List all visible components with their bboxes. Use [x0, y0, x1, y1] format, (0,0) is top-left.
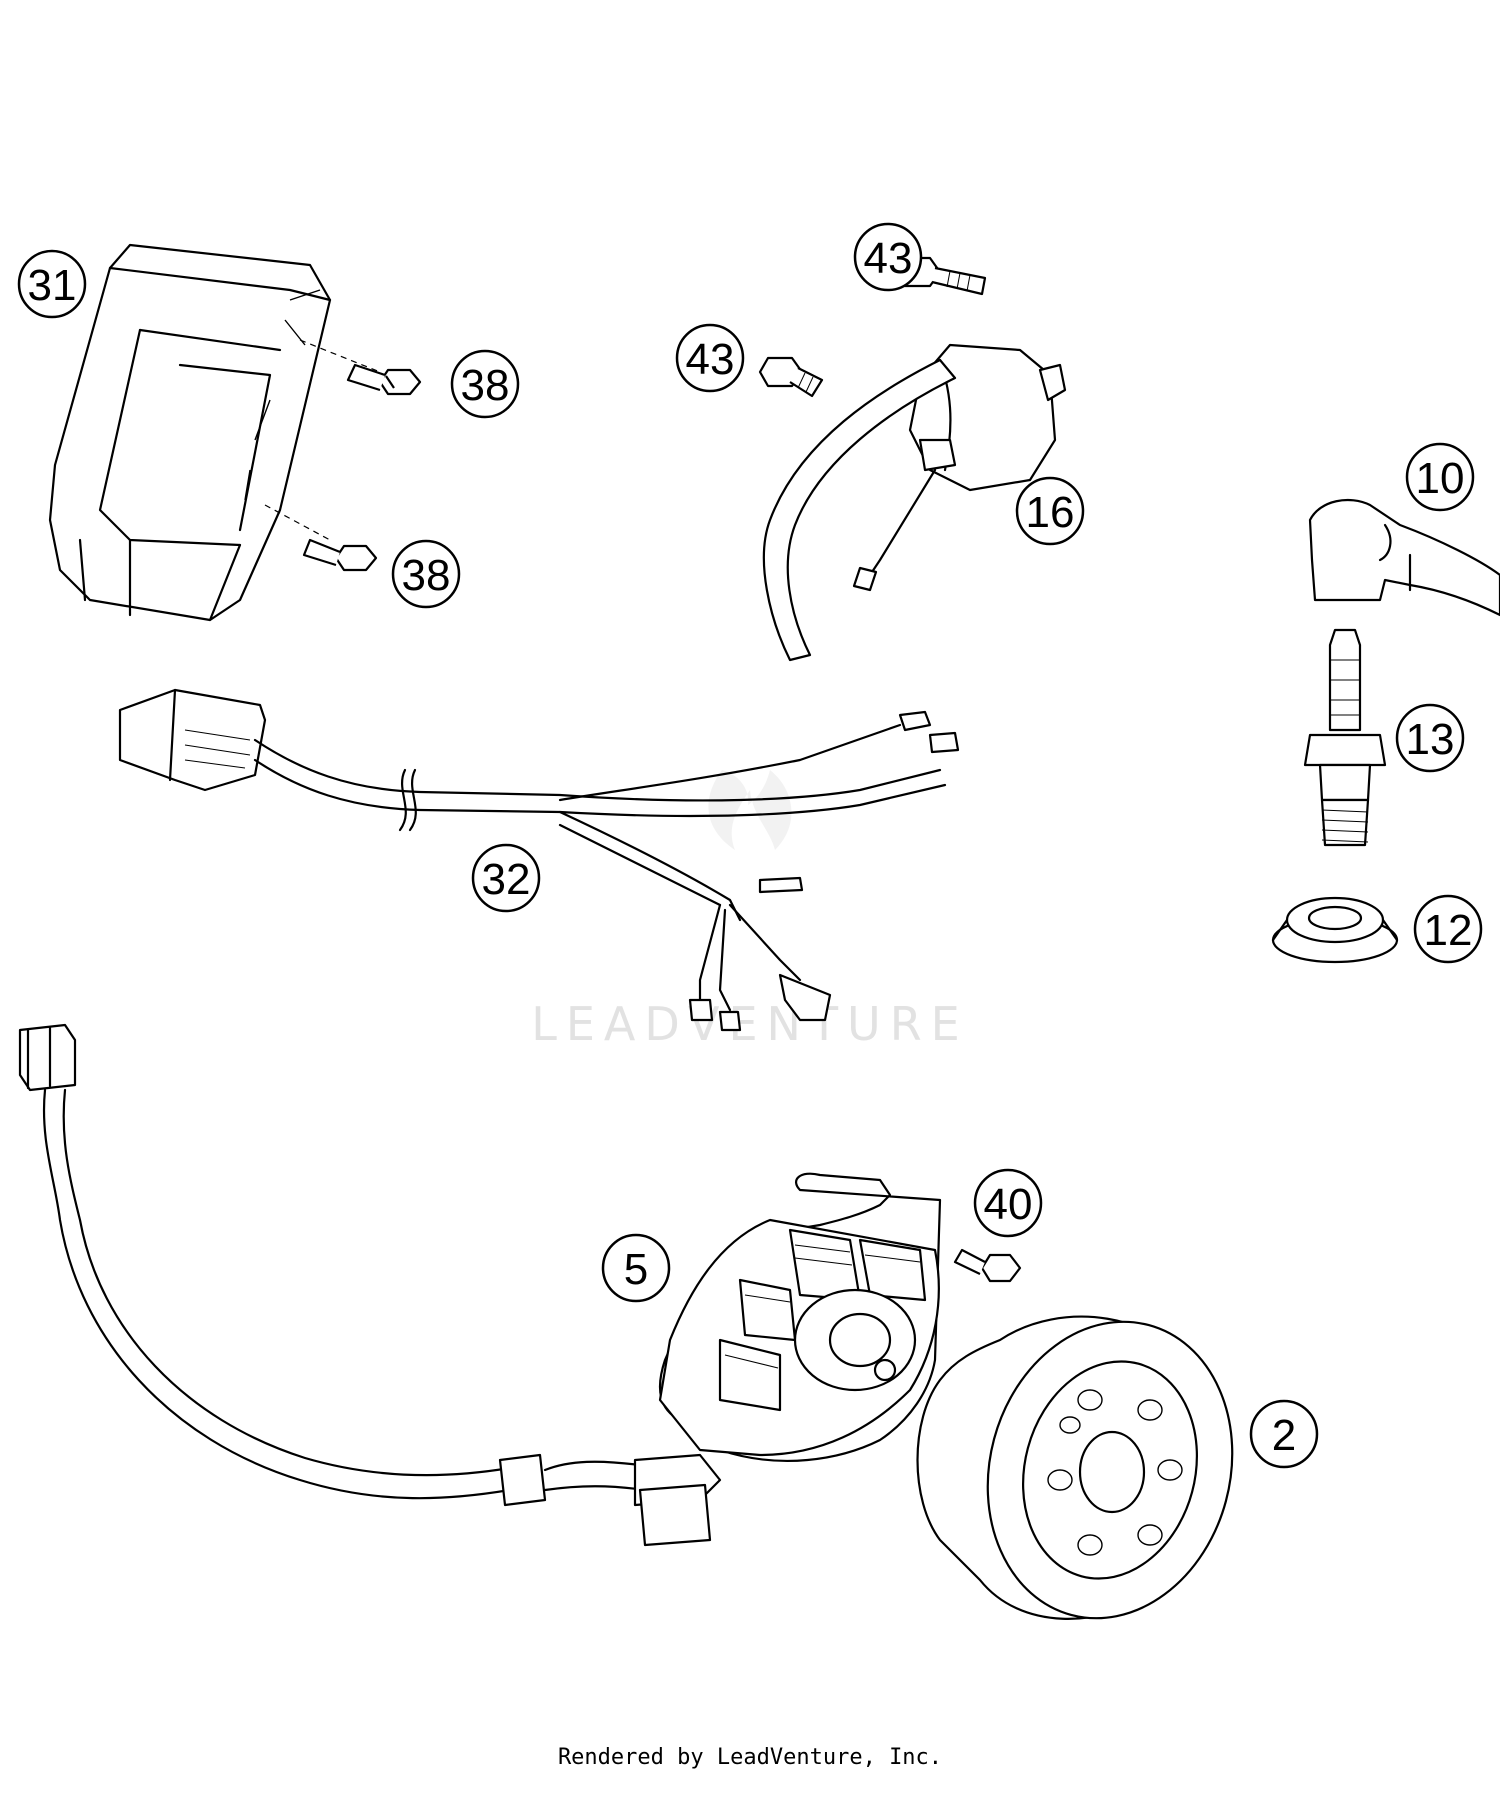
stator-part — [633, 1172, 942, 1547]
stator-cable-part — [18, 1023, 647, 1507]
svg-text:31: 31 — [28, 261, 77, 310]
callout-40: 40 — [973, 1168, 1043, 1238]
ignition-coil-part — [762, 343, 1067, 662]
wiring-harness-part — [118, 688, 960, 1032]
callout-31: 31 — [17, 249, 87, 319]
callout-2: 2 — [1249, 1399, 1319, 1469]
screw-40 — [953, 1248, 1022, 1283]
footer-credit: Rendered by LeadVenture, Inc. — [557, 1745, 943, 1770]
svg-text:43: 43 — [864, 234, 913, 283]
callout-5: 5 — [601, 1233, 671, 1303]
callout-13: 13 — [1395, 703, 1465, 773]
flywheel-part — [916, 1315, 1234, 1620]
svg-text:2: 2 — [1272, 1411, 1296, 1460]
svg-text:38: 38 — [402, 551, 451, 600]
svg-text:16: 16 — [1026, 488, 1075, 537]
svg-text:32: 32 — [482, 855, 531, 904]
spark-plug-part — [1303, 628, 1387, 847]
callout-16: 16 — [1015, 476, 1085, 546]
callout-43-lower: 43 — [675, 323, 745, 393]
svg-text:40: 40 — [984, 1180, 1033, 1229]
svg-text:10: 10 — [1416, 454, 1465, 503]
callout-38-upper: 38 — [450, 349, 520, 419]
callout-12: 12 — [1413, 894, 1483, 964]
watermark-logo — [708, 770, 792, 850]
svg-text:43: 43 — [686, 335, 735, 384]
spark-plug-cap-part — [1308, 498, 1500, 617]
callout-32: 32 — [471, 843, 541, 913]
ecu-box-part — [48, 243, 332, 622]
watermark-text: LEADVENTURE — [531, 997, 969, 1051]
svg-text:12: 12 — [1424, 906, 1473, 955]
screw-43-lower — [758, 356, 824, 398]
svg-text:13: 13 — [1406, 715, 1455, 764]
callout-10: 10 — [1405, 442, 1475, 512]
callout-38-lower: 38 — [391, 539, 461, 609]
grommet-part — [1271, 896, 1399, 964]
svg-text:5: 5 — [624, 1245, 648, 1294]
svg-text:38: 38 — [461, 361, 510, 410]
callout-43-upper: 43 — [853, 222, 923, 292]
screw-38-upper — [346, 363, 422, 396]
screw-38-lower — [302, 538, 378, 572]
